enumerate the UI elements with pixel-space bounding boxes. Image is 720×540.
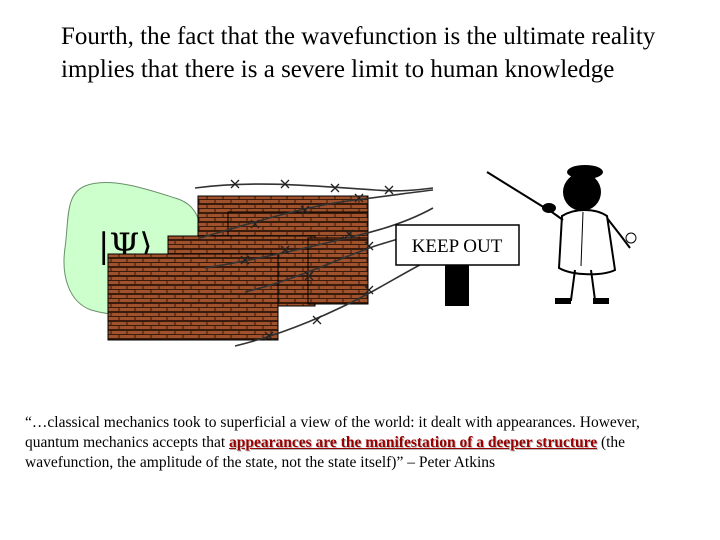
keep-out-sign-text: KEEP OUT [412,236,503,257]
keep-out-sign [395,224,520,266]
pointer-stick [486,171,546,209]
barbed-wire-barbs [230,179,394,341]
slide-title: Fourth, the fact that the wavefunction i… [61,23,656,83]
sign-post [445,262,469,306]
quote-text-start: “…classical mechanics took to superficia… [25,414,640,451]
keep-out-illustration: |Ψ⟩ KEEP OUT [63,165,637,347]
brick-walls [107,195,369,341]
quote-text-end: (the wavefunction, the amplitude of the … [25,434,626,471]
scientist-figure [486,165,637,304]
atkins-quote: “…classical mechanics took to superficia… [25,413,695,473]
quote-highlight: appearances are the manifestation of a d… [229,434,598,451]
